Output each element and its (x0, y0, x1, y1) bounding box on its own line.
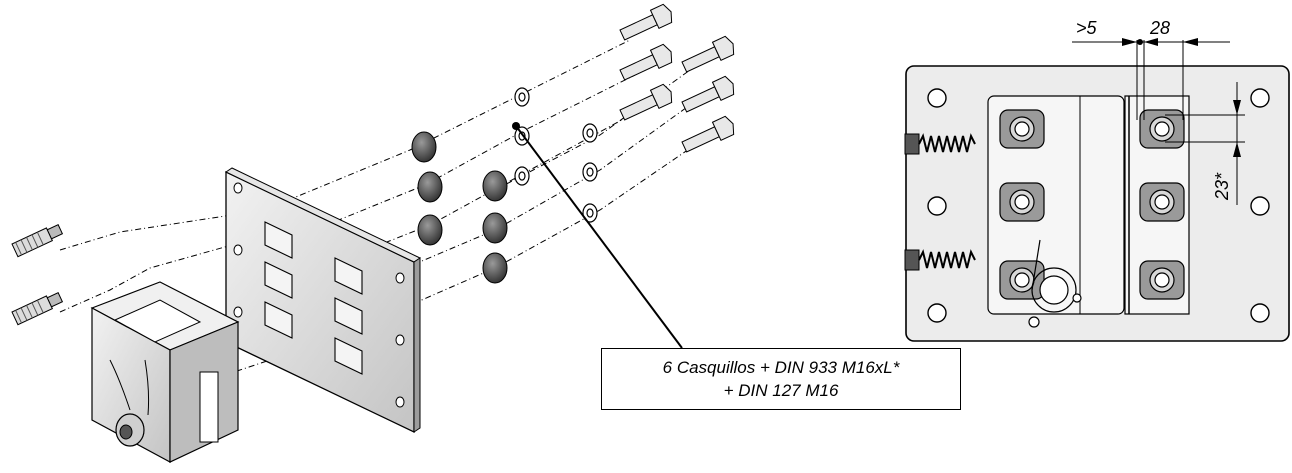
callout-line-2: + DIN 127 M16 (723, 381, 839, 400)
mounting-plate (224, 167, 422, 434)
exploded-view (11, 3, 735, 464)
spring-bolts (11, 224, 64, 326)
clamp-housing (90, 281, 240, 464)
dim-width-label: 28 (1150, 18, 1171, 38)
front-view (904, 38, 1290, 342)
dim-height-label: 23* (1212, 172, 1232, 200)
hex-bolts (619, 3, 735, 153)
washers (514, 87, 598, 223)
dim-gap-label: >5 (1076, 18, 1097, 38)
callout-box: 6 Casquillos + DIN 933 M16xL* + DIN 127 … (601, 348, 961, 410)
bushings (411, 131, 508, 284)
front-bushings (999, 109, 1185, 300)
dimension-arrows (1122, 38, 1241, 157)
springs (904, 133, 976, 271)
callout-leader (512, 122, 683, 349)
callout-line-1: 6 Casquillos + DIN 933 M16xL* (662, 358, 900, 377)
